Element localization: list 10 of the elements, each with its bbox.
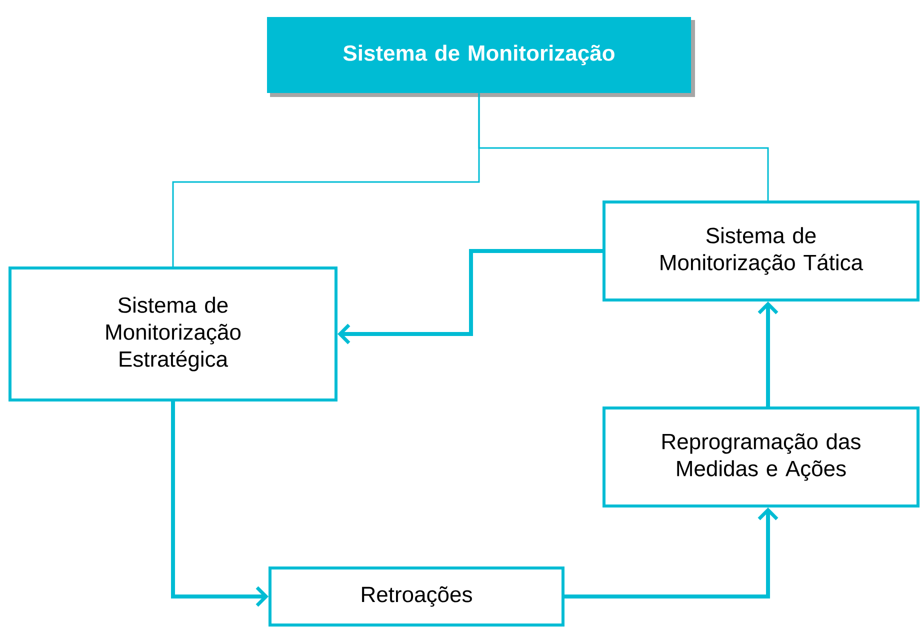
arrow bbox=[758, 302, 778, 406]
process-box: Sistema de Monitorização Tática bbox=[602, 200, 920, 302]
arrow bbox=[171, 402, 268, 607]
arrow bbox=[338, 249, 602, 344]
process-box: Sistema de Monitorização Estratégica bbox=[8, 266, 338, 402]
arrow bbox=[564, 508, 778, 598]
connector-line bbox=[478, 93, 769, 200]
header-box: Sistema de Monitorização bbox=[267, 17, 695, 97]
process-box: Reprogramação das Medidas e Ações bbox=[602, 406, 920, 508]
process-box: Retroações bbox=[268, 566, 564, 626]
